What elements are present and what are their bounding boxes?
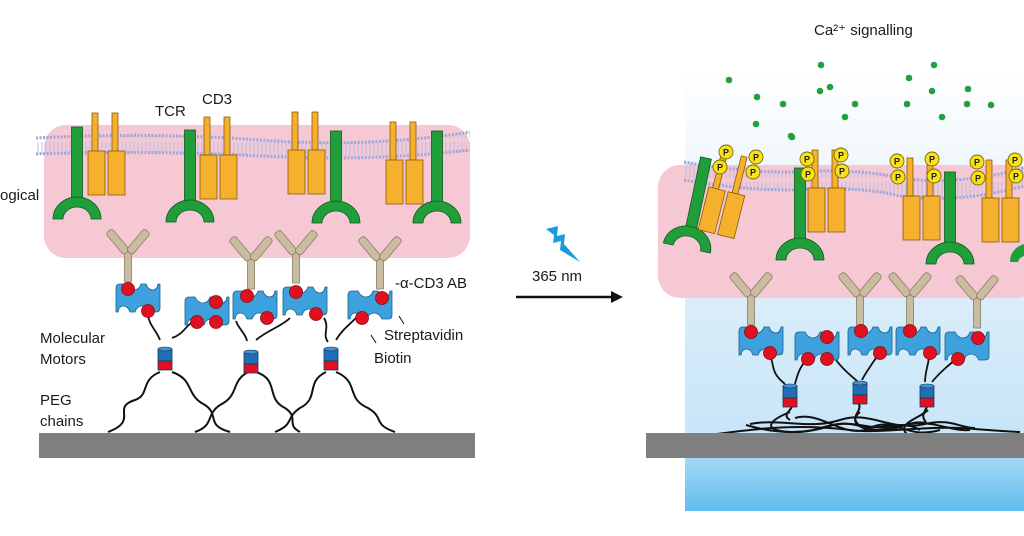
- molecular-motor: [243, 349, 259, 374]
- cell-label: ogical: [0, 187, 39, 204]
- calcium-signalling-label: Ca²⁺ signalling: [814, 22, 913, 39]
- panel-before: TCR CD3 ogical -α-CD3 AB Streptavidin Bi…: [0, 91, 475, 458]
- peg-chains-label-line1: PEG: [40, 392, 72, 409]
- substrate-surface: [39, 433, 475, 458]
- streptavidin-complex: [282, 285, 328, 321]
- molecular-motors-label-line1: Molecular: [40, 330, 105, 347]
- molecular-motor: [323, 346, 339, 371]
- molecular-motor: [852, 380, 868, 405]
- calcium-ions: [725, 61, 995, 141]
- streptavidin-complex: [115, 282, 161, 318]
- cell-membrane: [35, 130, 471, 160]
- peg-chains-collapsed: [716, 399, 1021, 437]
- arrow-head-icon: [611, 291, 623, 303]
- streptavidin-label: Streptavidin: [384, 327, 463, 344]
- substrate-surface: [646, 433, 1024, 458]
- biotin-label: Biotin: [374, 350, 412, 367]
- illumination-step: 365 nm: [516, 226, 623, 303]
- peg-chains-label-line2: chains: [40, 413, 83, 430]
- wavelength-label: 365 nm: [532, 268, 582, 285]
- molecular-motor: [157, 346, 173, 371]
- streptavidin-complex: [232, 289, 278, 325]
- tcr-cd3-complex-activated: [969, 152, 1024, 262]
- panel-after: Ca²⁺ signalling: [646, 22, 1024, 511]
- molecular-motor: [919, 383, 935, 408]
- molecular-motors-label-line2: Motors: [40, 351, 86, 368]
- lightning-icon: [546, 226, 580, 262]
- anti-cd3-label: -α-CD3 AB: [395, 275, 467, 292]
- t-cell: [44, 125, 470, 258]
- tcr-label: TCR: [155, 103, 186, 120]
- peg-chains: [107, 371, 396, 433]
- streptavidin-complex: [184, 295, 230, 329]
- cd3-label: CD3: [202, 91, 232, 108]
- molecular-motor: [782, 383, 798, 408]
